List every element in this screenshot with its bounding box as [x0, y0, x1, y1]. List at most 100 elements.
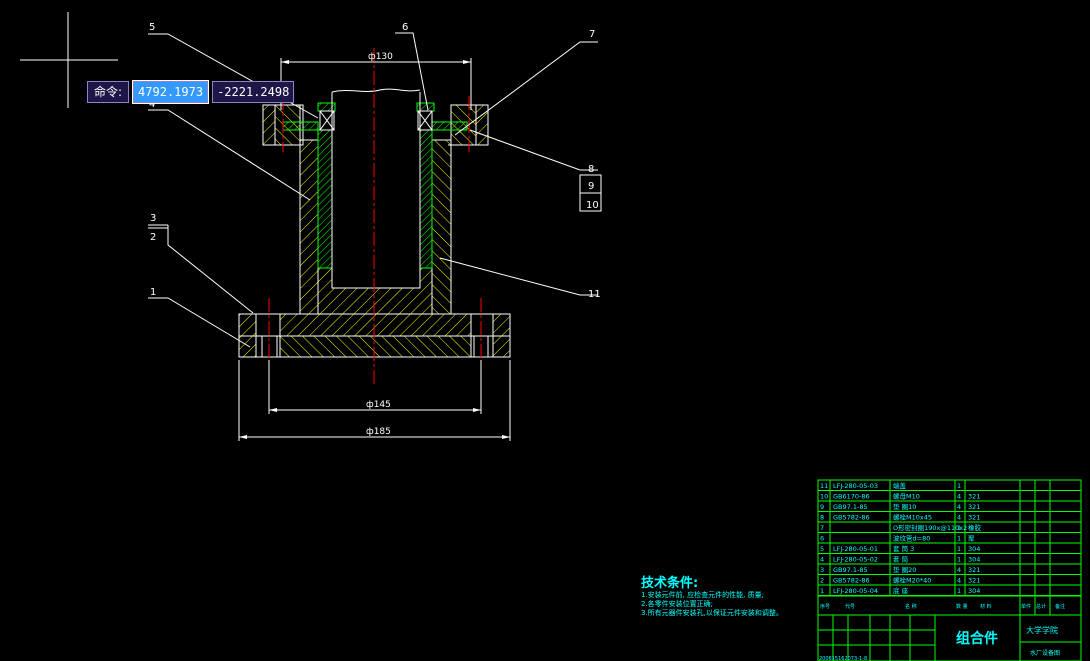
bom-cell-mat: 321: [968, 566, 980, 574]
balloon-10: 10: [586, 200, 599, 211]
bom-cell-code: GB5782-86: [833, 514, 870, 522]
bom-cell-mat: 321: [968, 514, 980, 522]
dim-top: ф130: [368, 52, 393, 62]
bom-cell-code: LFJ-280-05-03: [833, 482, 878, 490]
dynamic-input-tooltip: 命令: 4792.1973 -2221.2498: [87, 79, 295, 104]
base-hatch-lower: [279, 335, 472, 358]
bom-cell-no: 10: [820, 493, 828, 501]
balloon-9: 9: [588, 181, 594, 192]
bom-cell-name: 螺栓M20*40: [893, 576, 931, 585]
balloon-6: 6: [402, 22, 408, 33]
bom-cell-qty: 1: [957, 545, 961, 553]
bom-cell-mat: 321: [968, 503, 980, 511]
bom-cell-mat: 321: [968, 577, 980, 585]
bom-cell-name: 端盖: [893, 481, 907, 490]
bom-cell-mat: 橡胶: [968, 523, 982, 532]
left-wall-hatch: [299, 139, 319, 315]
command-label: 命令:: [87, 80, 130, 103]
bom-cell-mat: 聚: [968, 535, 975, 543]
bom-cell-code: GB97.1-85: [833, 503, 868, 511]
bom-cell-code: LFJ-280-05-02: [833, 556, 878, 564]
x-coordinate-input[interactable]: 4792.1973: [132, 79, 210, 104]
bom-cell-qty: 1: [957, 587, 961, 595]
balloon-8: 8: [588, 164, 594, 175]
bom-cell-no: 8: [820, 514, 824, 522]
drawing-subtitle: 水厂设备图: [1030, 649, 1060, 657]
balloon-4: 4: [149, 99, 155, 110]
bom-cell-name: O形密封圈190x@110x2: [893, 523, 967, 532]
bom-cell-no: 6: [820, 535, 824, 543]
bom-cell-no: 1: [820, 587, 824, 595]
bom-cell-name: 底 座: [893, 586, 909, 595]
part-section-view: [238, 88, 511, 358]
bom-cell-no: 3: [820, 566, 824, 574]
bom-cell-no: 5: [820, 545, 824, 553]
bom-cell-no: 4: [820, 556, 824, 564]
base-hatch-upper: [279, 313, 472, 337]
bom-cell-qty: 1: [957, 524, 961, 532]
dimension-arrows: [239, 60, 510, 439]
company-name: 大学学院: [1026, 625, 1058, 635]
bom-cell-qty: 4: [957, 577, 961, 585]
bom-cell-no: 7: [820, 524, 824, 532]
bottom-cup-hatch: [317, 267, 433, 315]
y-coordinate-input[interactable]: -2221.2498: [212, 80, 295, 103]
bom-cell-name: 垫 圈10: [893, 502, 916, 511]
bom-cell-code: GB5782-86: [833, 577, 870, 585]
right-sleeve: [419, 129, 433, 269]
bom-cell-name: 螺栓M10x45: [893, 513, 932, 522]
bom-cell-qty: 1: [957, 556, 961, 564]
bom-cell-no: 11: [820, 482, 828, 490]
bom-cell-mat: 304: [968, 587, 980, 595]
balloon-3: 3: [150, 213, 156, 224]
bom-header-total: 总计: [1036, 603, 1046, 610]
bom-cell-no: 2: [820, 577, 824, 585]
bom-header-mat: 材 料: [980, 603, 992, 610]
bom-cell-code: GB97.1-85: [833, 566, 868, 574]
bom-header-name: 名 称: [905, 603, 917, 610]
bom-cell-name: 套 筒 3: [893, 544, 914, 553]
dimension-lines: [238, 58, 511, 441]
bom-cell-qty: 1: [957, 535, 961, 543]
bom-cell-name: 波纹管d=80: [893, 534, 930, 543]
tech-line-2: 2.各零件安装位置正确;: [641, 600, 714, 608]
bom-cell-qty: 4: [957, 493, 961, 501]
balloon-5: 5: [149, 22, 155, 33]
bom-cell-code: LFJ-280-05-01: [833, 545, 878, 553]
bom-header-code: 代号: [845, 603, 855, 610]
bom-cell-qty: 4: [957, 503, 961, 511]
bom-cell-mat: 304: [968, 545, 980, 553]
bom-cell-no: 9: [820, 503, 824, 511]
bom-cell-name: 螺母M10: [893, 492, 920, 501]
bom-cell-code: GB6170-86: [833, 493, 870, 501]
bom-cell-qty: 4: [957, 566, 961, 574]
tech-line-3: 3.所有元器件安装孔,以保证元件安装和调整。: [641, 609, 783, 617]
tech-line-1: 1.安装元件前, 应检查元件的性能, 质量;: [641, 591, 764, 599]
bom-cell-code: LFJ-280-05-04: [833, 587, 878, 595]
bom-cell-name: 套 筒: [893, 555, 909, 564]
bom-header-single: 单件: [1021, 603, 1031, 610]
bom-cell-qty: 1: [957, 482, 961, 490]
right-wall-hatch: [431, 139, 452, 315]
drawing-number: 200815162073-1-8: [819, 656, 867, 661]
balloon-7: 7: [589, 29, 595, 40]
balloon-1: 1: [150, 287, 156, 298]
title-block: [817, 479, 1082, 661]
technical-requirements: 技术条件: 1.安装元件前, 应检查元件的性能, 质量; 2.各零件安装位置正确…: [641, 572, 783, 618]
bom-header-no: 序号: [820, 603, 830, 610]
balloon-2: 2: [150, 232, 156, 243]
bom-header-remark: 备注: [1055, 603, 1065, 610]
tech-title: 技术条件:: [641, 576, 699, 591]
bom-cell-name: 垫 圈20: [893, 565, 916, 574]
dim-bottom: ф185: [366, 427, 391, 437]
left-sleeve: [317, 129, 333, 269]
crosshair-cursor: [20, 12, 118, 108]
bom-cell-qty: 4: [957, 514, 961, 522]
balloon-11: 11: [588, 289, 601, 300]
bom-cell-mat: 321: [968, 493, 980, 501]
bom-cell-mat: 304: [968, 556, 980, 564]
drawing-title: 组合件: [956, 630, 998, 647]
dim-mid: ф145: [366, 400, 391, 410]
